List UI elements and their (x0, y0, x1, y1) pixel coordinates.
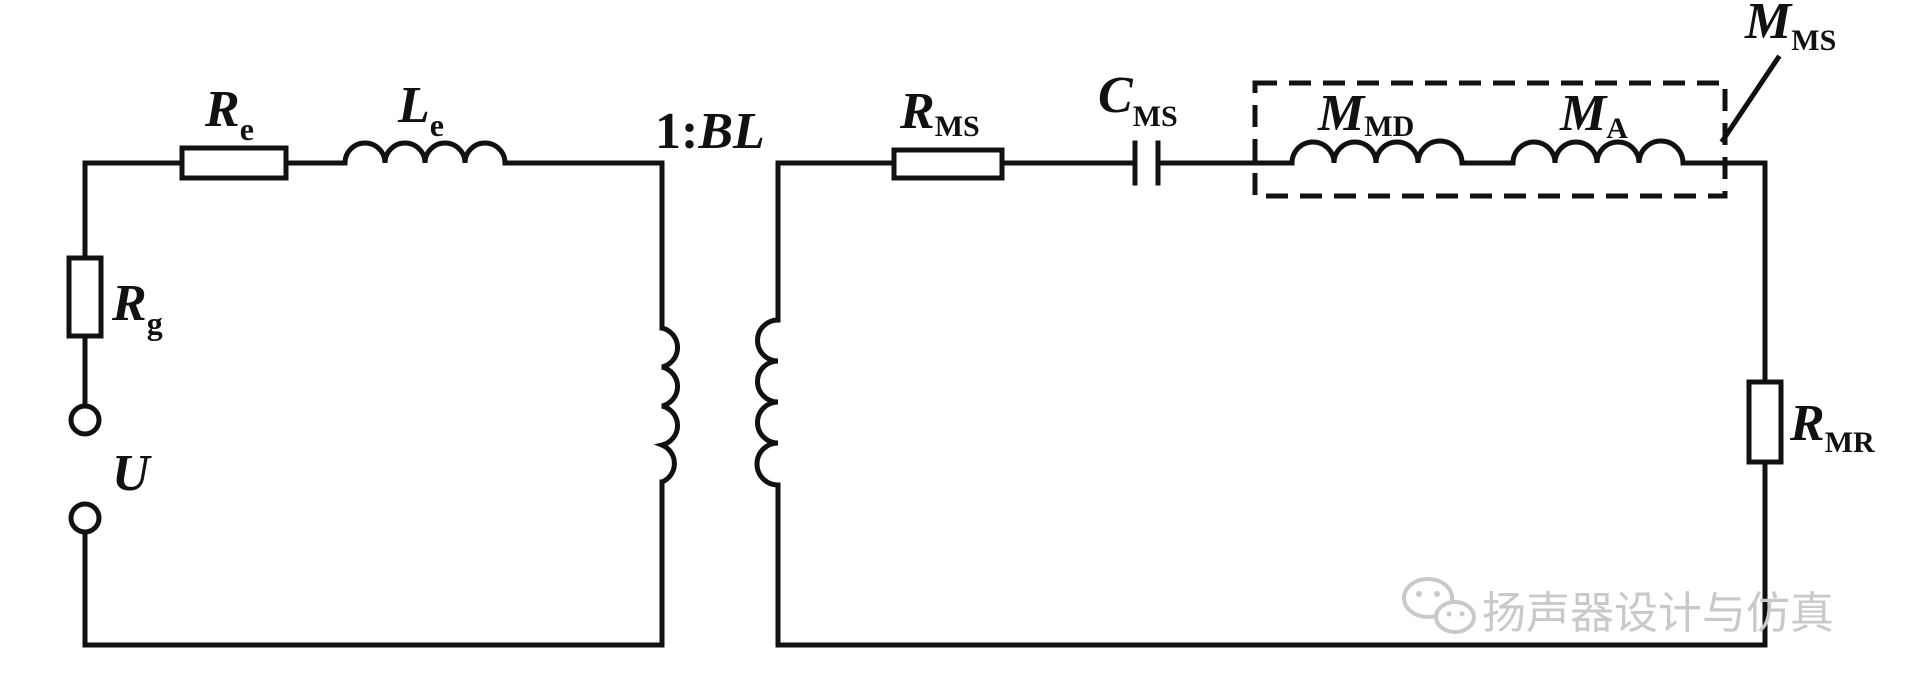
mmd-inductor (1289, 138, 1465, 166)
ma-label: MA (1559, 85, 1628, 145)
ratio-label: 1:BL (655, 103, 765, 160)
wechat-eye (1434, 591, 1440, 597)
rmr-label: RMR (1789, 395, 1875, 459)
re-resistor (179, 145, 289, 181)
mms-leader-line (1719, 54, 1782, 144)
rmr-resistor (1746, 379, 1784, 465)
wechat-eye (1446, 611, 1452, 617)
le-inductor (342, 140, 508, 166)
le-label: Le (397, 77, 444, 143)
wechat-icon (1402, 577, 1476, 634)
rms-label: RMS (899, 83, 980, 143)
rg-label: Rg (111, 275, 163, 341)
mms-label: MMS (1744, 0, 1836, 57)
left-loop (82, 160, 665, 648)
wechat-eye (1416, 591, 1422, 597)
mmd-label: MMD (1317, 85, 1414, 143)
watermark-text: 扬声器设计与仿真 (1482, 588, 1834, 639)
watermark: 扬声器设计与仿真 (1402, 577, 1834, 639)
cms-capacitor (1132, 140, 1161, 186)
rms-resistor (891, 147, 1005, 181)
wechat-bubble-large (1402, 577, 1454, 619)
u-terminal-bottom (68, 501, 102, 535)
wechat-eye (1459, 611, 1465, 617)
wechat-bubble-small (1434, 600, 1476, 634)
u-label: U (112, 445, 152, 502)
re-label: Re (204, 81, 254, 147)
transformer-secondary-coil (754, 317, 781, 488)
rg-resistor (66, 255, 104, 339)
right-loop (775, 160, 1768, 648)
ma-inductor (1510, 138, 1686, 166)
u-terminal-top (68, 403, 102, 437)
transformer-primary-coil (653, 325, 680, 485)
cms-label: CMS (1098, 67, 1178, 133)
